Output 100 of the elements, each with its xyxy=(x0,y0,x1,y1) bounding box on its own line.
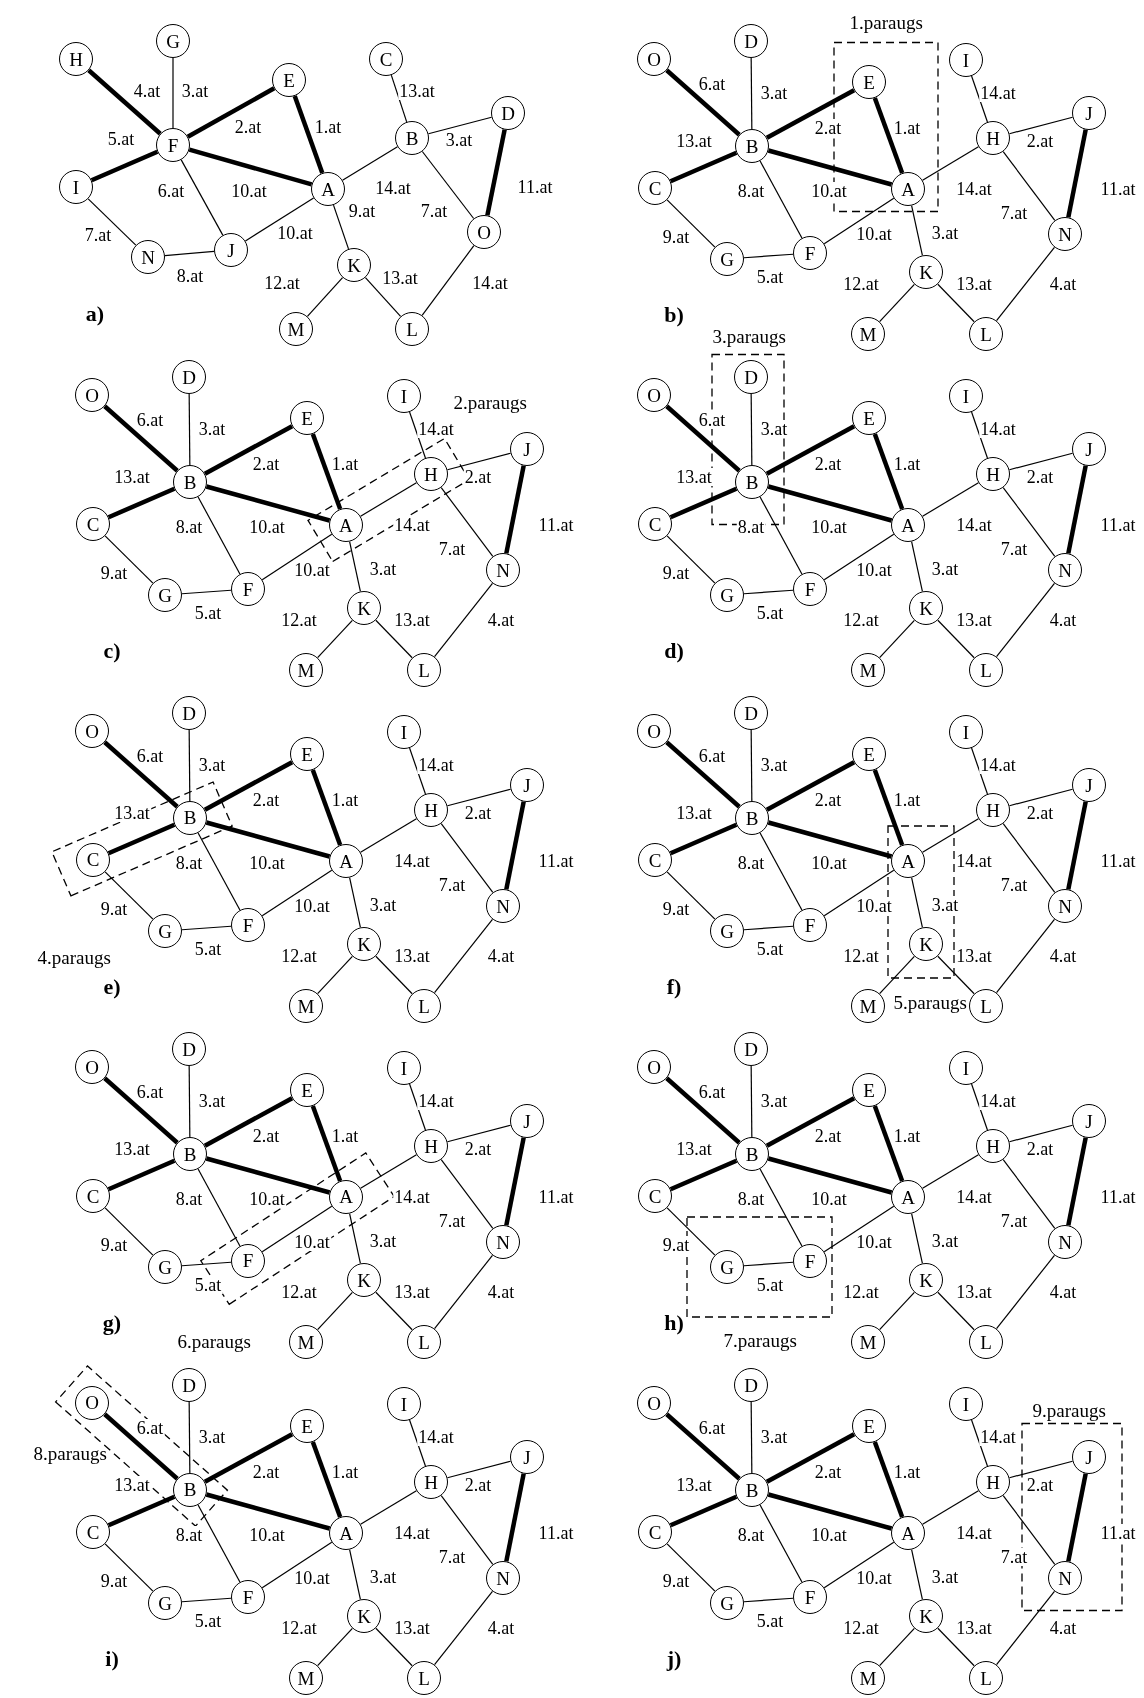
node-circle: M xyxy=(289,989,323,1023)
edge-line xyxy=(879,1291,915,1331)
edge-line xyxy=(261,1541,333,1589)
edge-label: 10.at xyxy=(855,225,893,243)
node-circle: D xyxy=(734,24,768,58)
edge-label: 13.at xyxy=(381,269,419,287)
edge-label: 3.at xyxy=(368,1232,398,1250)
edge-line xyxy=(440,1159,494,1229)
edge-line xyxy=(107,1494,176,1528)
edge-label: 13.at xyxy=(113,1140,151,1158)
node-circle: B xyxy=(735,129,769,163)
panel-label: i) xyxy=(105,1648,119,1670)
edge-label: 4.at xyxy=(132,82,162,100)
edge-label: 7.at xyxy=(419,202,449,220)
edge-label: 1.at xyxy=(892,455,922,473)
edge-label: 13.at xyxy=(393,1619,431,1637)
node-circle: K xyxy=(909,1599,943,1633)
edge-label: 2.at xyxy=(813,455,843,473)
edge-line xyxy=(669,150,738,184)
edge-label: 2.at xyxy=(463,804,493,822)
edge-line xyxy=(767,148,893,187)
edge-label: 12.at xyxy=(842,275,880,293)
node-circle: L xyxy=(407,653,441,687)
edge-line xyxy=(970,411,989,459)
edge-label: 8.at xyxy=(174,1526,204,1544)
edge-label: 3.at xyxy=(197,1092,227,1110)
edge-line xyxy=(104,871,154,920)
edge-line xyxy=(310,769,343,846)
edge-line xyxy=(203,1432,294,1484)
edge-label: 10.at xyxy=(230,182,268,200)
edge-line xyxy=(1008,452,1074,471)
edge-label: 1.at xyxy=(313,118,343,136)
edge-line xyxy=(911,541,923,592)
frame-title: 3.paraugs xyxy=(712,326,786,346)
edge-line xyxy=(421,245,475,316)
edge-label: 10.at xyxy=(293,1569,331,1587)
edge-line xyxy=(1066,465,1088,554)
node-circle: J xyxy=(510,432,544,466)
node-circle: B xyxy=(173,1137,207,1171)
node-circle: E xyxy=(852,737,886,771)
edge-label: 1.at xyxy=(330,791,360,809)
edge-line xyxy=(197,832,241,911)
edge-line xyxy=(911,205,923,256)
edge-label: 14.at xyxy=(955,852,993,870)
edge-label: 14.at xyxy=(979,756,1017,774)
edge-line xyxy=(427,116,493,135)
edge-label: 14.at xyxy=(374,179,412,197)
edge-label: 4.at xyxy=(1048,1283,1078,1301)
node-circle: H xyxy=(414,793,448,827)
node-circle: H xyxy=(414,457,448,491)
edge-line xyxy=(197,496,241,575)
edge-line xyxy=(107,486,176,520)
node-circle: D xyxy=(172,696,206,730)
edge-label: 10.at xyxy=(293,1233,331,1251)
edge-label: 10.at xyxy=(810,182,848,200)
edge-label: 10.at xyxy=(248,1526,286,1544)
edge-line xyxy=(349,541,361,592)
edge-line xyxy=(995,582,1056,658)
edge-line xyxy=(665,740,741,809)
node-circle: E xyxy=(852,65,886,99)
edge-line xyxy=(203,1096,294,1148)
edge-line xyxy=(1002,1495,1056,1565)
edge-label: 8.at xyxy=(174,518,204,536)
edge-label: 12.at xyxy=(842,947,880,965)
edge-label: 1.at xyxy=(892,119,922,137)
node-circle: I xyxy=(949,43,983,77)
edge-line xyxy=(765,88,856,140)
edge-label: 14.at xyxy=(393,852,431,870)
edge-label: 3.at xyxy=(197,1428,227,1446)
edge-line xyxy=(995,1254,1056,1330)
edge-line xyxy=(922,818,979,853)
edge-label: 14.at xyxy=(393,1524,431,1542)
edge-label: 5.at xyxy=(755,268,785,286)
edge-label: 11.at xyxy=(1099,852,1137,870)
edge-line xyxy=(1066,1137,1088,1226)
edge-line xyxy=(349,877,361,928)
frame-title: 1.paraugs xyxy=(849,12,923,32)
edge-label: 10.at xyxy=(248,518,286,536)
edge-label: 5.at xyxy=(755,1612,785,1630)
edge-label: 11.at xyxy=(537,852,575,870)
panel-label: h) xyxy=(664,1312,684,1334)
edge-line xyxy=(440,1495,494,1565)
edge-label: 13.at xyxy=(393,947,431,965)
edge-label: 4.at xyxy=(1048,275,1078,293)
edge-label: 8.at xyxy=(175,267,205,285)
node-circle: C xyxy=(369,42,403,76)
edge-label: 2.at xyxy=(251,1463,281,1481)
node-circle: J xyxy=(1072,432,1106,466)
edge-line xyxy=(359,1154,418,1189)
edge-line xyxy=(759,1168,803,1247)
edge-line xyxy=(261,533,333,581)
node-circle: N xyxy=(486,553,520,587)
edge-label: 14.at xyxy=(979,84,1017,102)
panel-label: c) xyxy=(103,640,121,662)
edge-line xyxy=(922,1490,979,1525)
node-circle: N xyxy=(486,889,520,923)
edge-line xyxy=(103,1076,179,1145)
edge-line xyxy=(767,1156,893,1195)
node-circle: H xyxy=(976,1465,1010,1499)
edge-label: 6.at xyxy=(135,1083,165,1101)
